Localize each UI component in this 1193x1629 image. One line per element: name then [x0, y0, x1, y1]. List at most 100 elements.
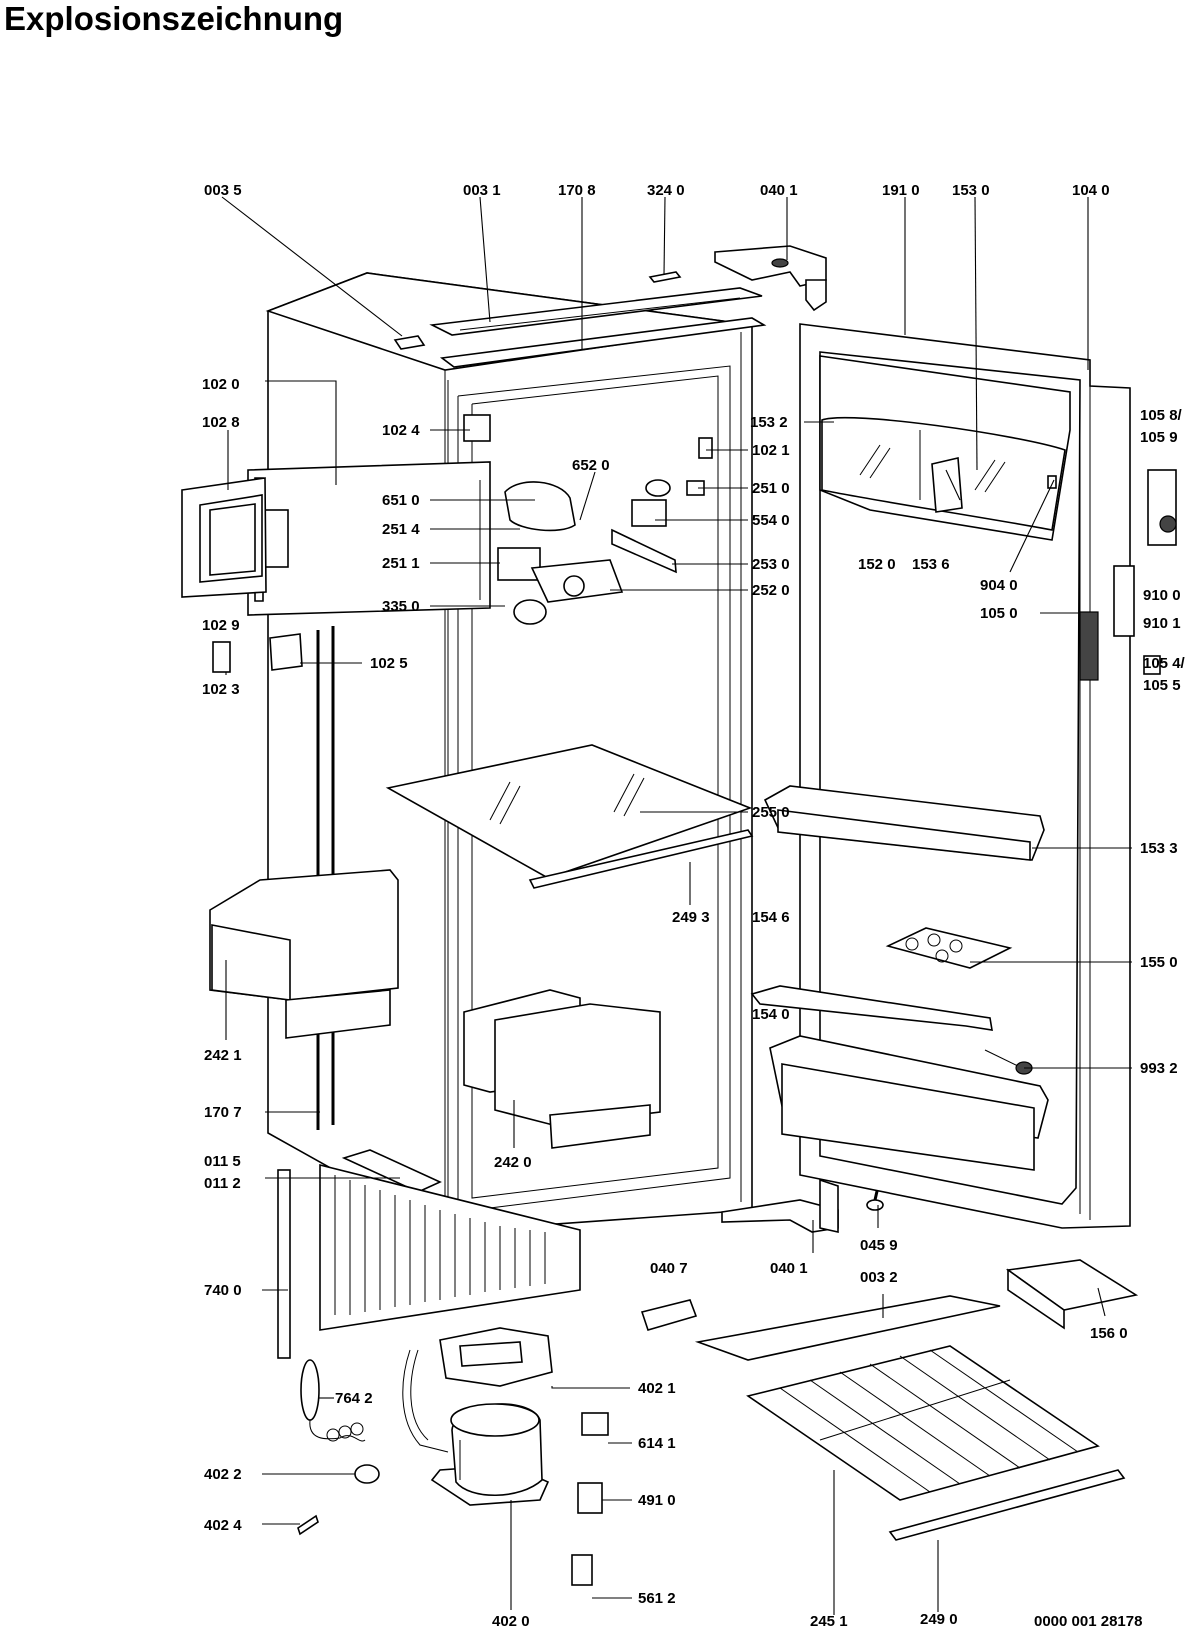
compressor	[430, 1403, 550, 1506]
label-251-0: 251 0	[752, 480, 790, 497]
label-102-9: 102 9	[202, 617, 240, 634]
label-249-3: 249 3	[672, 909, 710, 926]
label-652-0: 652 0	[572, 457, 610, 474]
door-shelf-154-0	[769, 1035, 1049, 1171]
plate-040-7	[640, 1299, 698, 1331]
door-shelf-153-3	[763, 785, 1045, 861]
label-102-0: 102 0	[202, 376, 240, 393]
label-105-4: 105 4/	[1143, 655, 1186, 672]
label-105-0: 105 0	[980, 605, 1018, 622]
document-number: 0000 001 28178	[1034, 1613, 1142, 1629]
label-910-0: 910 0	[1143, 587, 1181, 604]
label-011-5: 011 5	[204, 1153, 241, 1170]
label-651-0: 651 0	[382, 492, 420, 509]
strip-740-0	[277, 1169, 291, 1359]
label-242-0: 242 0	[494, 1154, 532, 1171]
label-242-1: 242 1	[204, 1047, 242, 1064]
label-102-3: 102 3	[202, 681, 240, 698]
glass-shelf	[385, 744, 753, 879]
door-switch-parts	[1113, 469, 1177, 675]
bracket-102-3	[212, 641, 231, 673]
base-cover	[694, 1295, 1001, 1361]
bottom-hinge-plate	[341, 1149, 442, 1193]
label-402-0: 402 0	[492, 1613, 530, 1629]
label-249-0: 249 0	[920, 1611, 958, 1628]
label-335-0: 335 0	[382, 598, 420, 615]
bottom-hinge-bracket	[721, 1178, 839, 1233]
label-040-1-bottom: 040 1	[770, 1260, 808, 1277]
label-251-1: 251 1	[382, 555, 420, 572]
label-102-4: 102 4	[382, 422, 420, 439]
label-764-2: 764 2	[335, 1390, 373, 1407]
label-003-1: 003 1	[463, 182, 501, 199]
label-102-1: 102 1	[752, 442, 790, 459]
clip-561-2	[571, 1554, 593, 1586]
label-104-0: 104 0	[1072, 182, 1110, 199]
refrigerant-pipe	[402, 1349, 449, 1453]
compressor-mount	[439, 1327, 553, 1387]
label-011-2: 011 2	[204, 1175, 241, 1192]
label-402-2: 402 2	[204, 1466, 242, 1483]
label-045-9: 045 9	[860, 1237, 898, 1254]
relay-614-1	[581, 1412, 609, 1436]
label-105-5: 105 5	[1143, 677, 1181, 694]
page-title: Explosionszeichnung	[4, 0, 344, 37]
label-252-0: 252 0	[752, 582, 790, 599]
label-251-4: 251 4	[382, 521, 420, 538]
label-191-0: 191 0	[882, 182, 920, 199]
top-cover-strip	[429, 287, 767, 368]
label-153-6: 153 6	[912, 556, 950, 573]
cap-402-2	[354, 1464, 380, 1484]
door-seal-frame	[181, 477, 267, 598]
strip-249-0	[888, 1469, 1126, 1541]
label-170-8: 170 8	[558, 182, 596, 199]
label-170-7: 170 7	[204, 1104, 242, 1121]
label-255-0: 255 0	[752, 804, 790, 821]
label-614-1: 614 1	[638, 1435, 676, 1452]
label-402-1: 402 1	[638, 1380, 676, 1397]
clip-402-4	[297, 1514, 319, 1536]
label-040-7: 040 7	[650, 1260, 688, 1277]
top-hinge-bracket	[714, 245, 827, 312]
label-245-1: 245 1	[810, 1613, 848, 1629]
label-154-6: 154 6	[752, 909, 790, 926]
label-003-2: 003 2	[860, 1269, 898, 1286]
door-compartment	[819, 355, 1071, 541]
crisper-box-242-0	[463, 989, 661, 1149]
label-040-1-top: 040 1	[760, 182, 798, 199]
clip-324	[648, 271, 682, 283]
ice-tray	[1005, 1259, 1139, 1330]
egg-tray	[885, 927, 1013, 969]
shelf-strip-249-3	[528, 829, 754, 889]
label-253-0: 253 0	[752, 556, 790, 573]
label-003-5: 003 5	[204, 182, 242, 199]
label-993-2: 993 2	[1140, 1060, 1178, 1077]
capacitor-491-0	[577, 1482, 603, 1514]
vent-slot	[1079, 611, 1099, 681]
part-labels: 003 5 003 1 170 8 324 0 040 1 191 0 153 …	[202, 182, 1186, 1629]
label-554-0: 554 0	[752, 512, 790, 529]
condenser-grid	[319, 1163, 581, 1331]
label-156-0: 156 0	[1090, 1325, 1128, 1342]
light-thermostat-cluster	[247, 414, 713, 625]
clip-102-5	[269, 633, 303, 671]
label-740-0: 740 0	[204, 1282, 242, 1299]
label-561-2: 561 2	[638, 1590, 676, 1607]
label-910-1: 910 1	[1143, 615, 1181, 632]
label-102-8: 102 8	[202, 414, 240, 431]
label-904-0: 904 0	[980, 577, 1018, 594]
label-491-0: 491 0	[638, 1492, 676, 1509]
capillary-coil	[300, 1359, 366, 1442]
label-105-9: 105 9	[1140, 429, 1178, 446]
label-154-0: 154 0	[752, 1006, 790, 1023]
label-402-4: 402 4	[204, 1517, 242, 1534]
bottle-retainer	[750, 985, 993, 1031]
label-105-8: 105 8/	[1140, 407, 1183, 424]
label-102-5: 102 5	[370, 655, 408, 672]
corner-block-003-5	[393, 335, 426, 350]
label-153-0: 153 0	[952, 182, 990, 199]
label-152-0: 152 0	[858, 556, 896, 573]
rear-grille	[746, 1345, 1100, 1501]
label-324-0: 324 0	[647, 182, 685, 199]
